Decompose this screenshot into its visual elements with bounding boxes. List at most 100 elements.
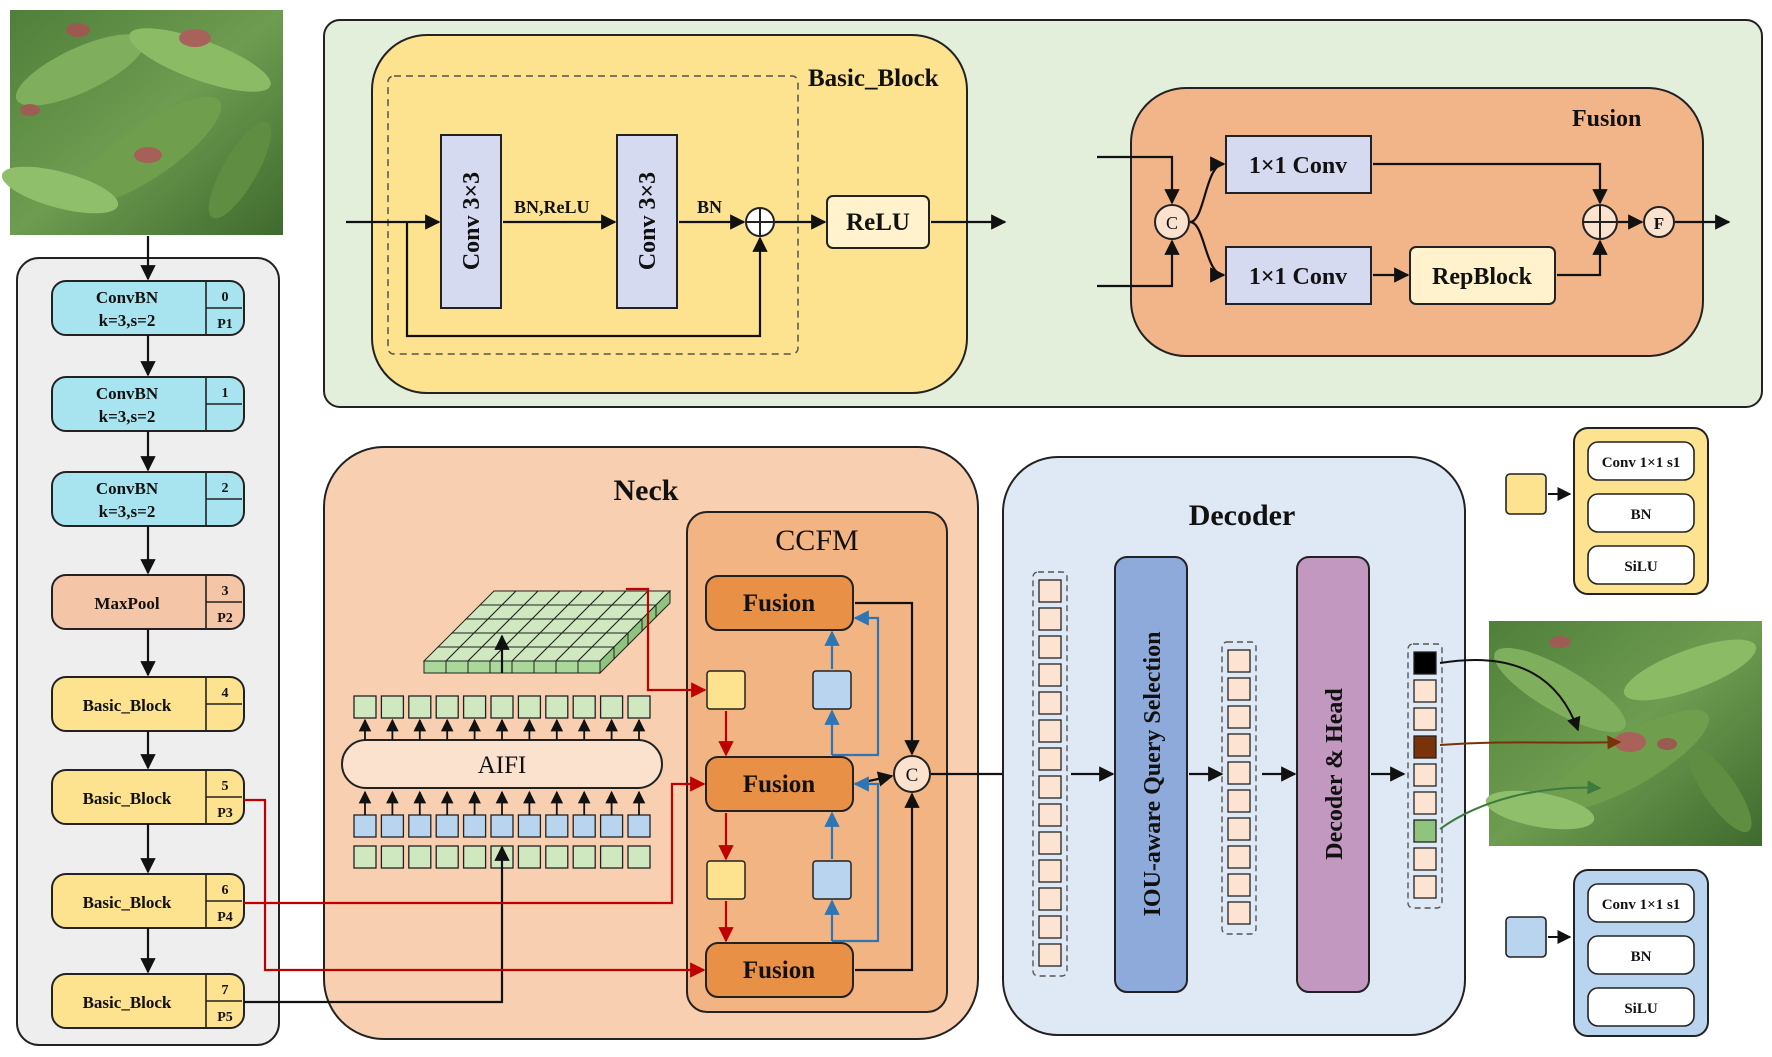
legend-token: [1505, 916, 1547, 958]
aifi-input-token-blue: [408, 814, 432, 838]
output-token-column-frame: [1407, 643, 1443, 909]
decoder-token-columns: [1032, 571, 1443, 977]
decoder-head-label: Decoder & Head: [1322, 688, 1348, 860]
encoder-token-column-token: [1038, 607, 1062, 631]
prediction-arrows: [1439, 658, 1622, 830]
legend-item-label: Conv 1×1 s1: [1602, 897, 1681, 913]
bn-relu-label: BN,ReLU: [514, 197, 590, 217]
aifi-output-token: [490, 695, 514, 719]
legend-item-box: [1587, 545, 1695, 585]
aifi-input-token-green: [599, 845, 624, 869]
encoder-token-column-token: [1038, 719, 1062, 743]
blue-conv-token-2: [812, 860, 852, 900]
encoder-token-column-token: [1038, 859, 1062, 883]
relu-box: [826, 195, 930, 249]
feature-grid-front-cell: [423, 660, 447, 674]
aifi-input-token-blue: [353, 814, 377, 838]
aifi-output-token: [435, 695, 459, 719]
aifi-input-token-green: [408, 845, 432, 869]
aifi-label: AIFI: [478, 752, 527, 779]
aifi-input-token-blue: [435, 814, 459, 838]
fusion-box-3: Fusion: [705, 942, 854, 998]
feature-grid-front-cell: [533, 660, 557, 674]
feature-grid-front-cell: [467, 660, 491, 674]
aifi-input-token-green: [353, 845, 377, 869]
backbone-block-tag: P1: [217, 317, 233, 332]
svg-text:F: F: [1654, 214, 1664, 233]
conv3x3-label-2: Conv 3×3: [635, 172, 661, 270]
backbone-block-sub: k=3,s=2: [99, 407, 156, 426]
neck-blue-arrows: [824, 610, 880, 943]
svg-text:Fusion: Fusion: [743, 771, 815, 798]
fusion-add-circle-icon: [1582, 204, 1618, 240]
feature-grid-front-cell: [511, 660, 535, 674]
svg-text:Fusion: Fusion: [743, 957, 815, 984]
query-token-column-token: [1227, 705, 1251, 729]
aifi-output-token: [353, 695, 377, 719]
aifi-input-token-green: [435, 845, 459, 869]
output-token-column-token: [1413, 679, 1437, 703]
legend-item-box: [1587, 987, 1695, 1027]
fusion-detail-arrows: [1097, 155, 1731, 288]
encoder-token-column-token: [1038, 803, 1062, 827]
fusion-conv-top-label: 1×1 Conv: [1249, 153, 1347, 179]
fusion-box-1: Fusion: [705, 575, 854, 631]
conv3x3-box-2: [616, 134, 678, 309]
aifi-token-rows: [353, 695, 651, 869]
backbone-block-index: 5: [222, 779, 229, 794]
conv3x3-box-1: [440, 134, 502, 309]
backbone-block-index: 3: [222, 584, 229, 599]
neck-red-arrows: [244, 587, 734, 978]
yellow-conv-token-1: [706, 670, 746, 710]
backbone-block-index: 7: [222, 983, 229, 998]
aifi-input-token-green: [572, 845, 596, 869]
backbone-block-index: 4: [222, 686, 229, 701]
aifi-output-token: [408, 695, 432, 719]
fusion-conv-top: [1225, 135, 1372, 194]
yellow-conv-token-2: [706, 860, 746, 900]
query-token-column-token: [1227, 845, 1251, 869]
aifi-output-token: [462, 695, 487, 719]
svg-text:C: C: [1166, 213, 1178, 233]
backbone-block-sub: k=3,s=2: [99, 311, 156, 330]
backbone-block-label: ConvBN: [96, 384, 159, 403]
backbone-block-tag: P3: [217, 806, 233, 821]
backbone-block-index: 1: [222, 386, 229, 401]
backbone-block-tag: P4: [217, 910, 233, 925]
output-token-column-token: [1413, 875, 1437, 899]
basic-block-title: Basic_Block: [808, 65, 939, 92]
ccfm-concat-circle-icon: C: [893, 755, 931, 793]
encoder-token-column-token: [1038, 635, 1062, 659]
legend-item-box: [1587, 935, 1695, 975]
aifi-input-token-green: [517, 845, 542, 869]
backbone-blocks: ConvBNk=3,s=20P1ConvBNk=3,s=21ConvBNk=3,…: [51, 280, 245, 1029]
bn-label: BN: [697, 197, 722, 217]
query-token-column-token: [1227, 761, 1251, 785]
query-token-column-token: [1227, 873, 1251, 897]
input-leaf-photo: [1, 10, 283, 235]
query-token-column-token: [1227, 901, 1251, 925]
aifi-output-token: [380, 695, 405, 719]
output-token-column-token: [1413, 651, 1437, 675]
backbone-block-label: Basic_Block: [83, 789, 172, 808]
backbone-block-tag: P2: [217, 611, 233, 626]
neck-title: Neck: [614, 474, 679, 507]
aifi-input-token-green: [545, 845, 569, 869]
aifi-input-token-green: [627, 845, 651, 869]
svg-text:Fusion: Fusion: [743, 590, 815, 617]
backbone-block-tag: P5: [217, 1010, 233, 1025]
query-token-column-token: [1227, 677, 1251, 701]
output-token-column-token: [1413, 707, 1437, 731]
feature-grid-front-cell: [445, 660, 469, 674]
aifi-input-token-blue: [545, 814, 569, 838]
encoder-token-column-token: [1038, 663, 1062, 687]
legend-item-box: [1587, 441, 1695, 481]
aifi-output-token: [627, 695, 651, 719]
iou-query-selection-box: [1114, 556, 1188, 993]
output-token-column-token: [1413, 735, 1437, 759]
